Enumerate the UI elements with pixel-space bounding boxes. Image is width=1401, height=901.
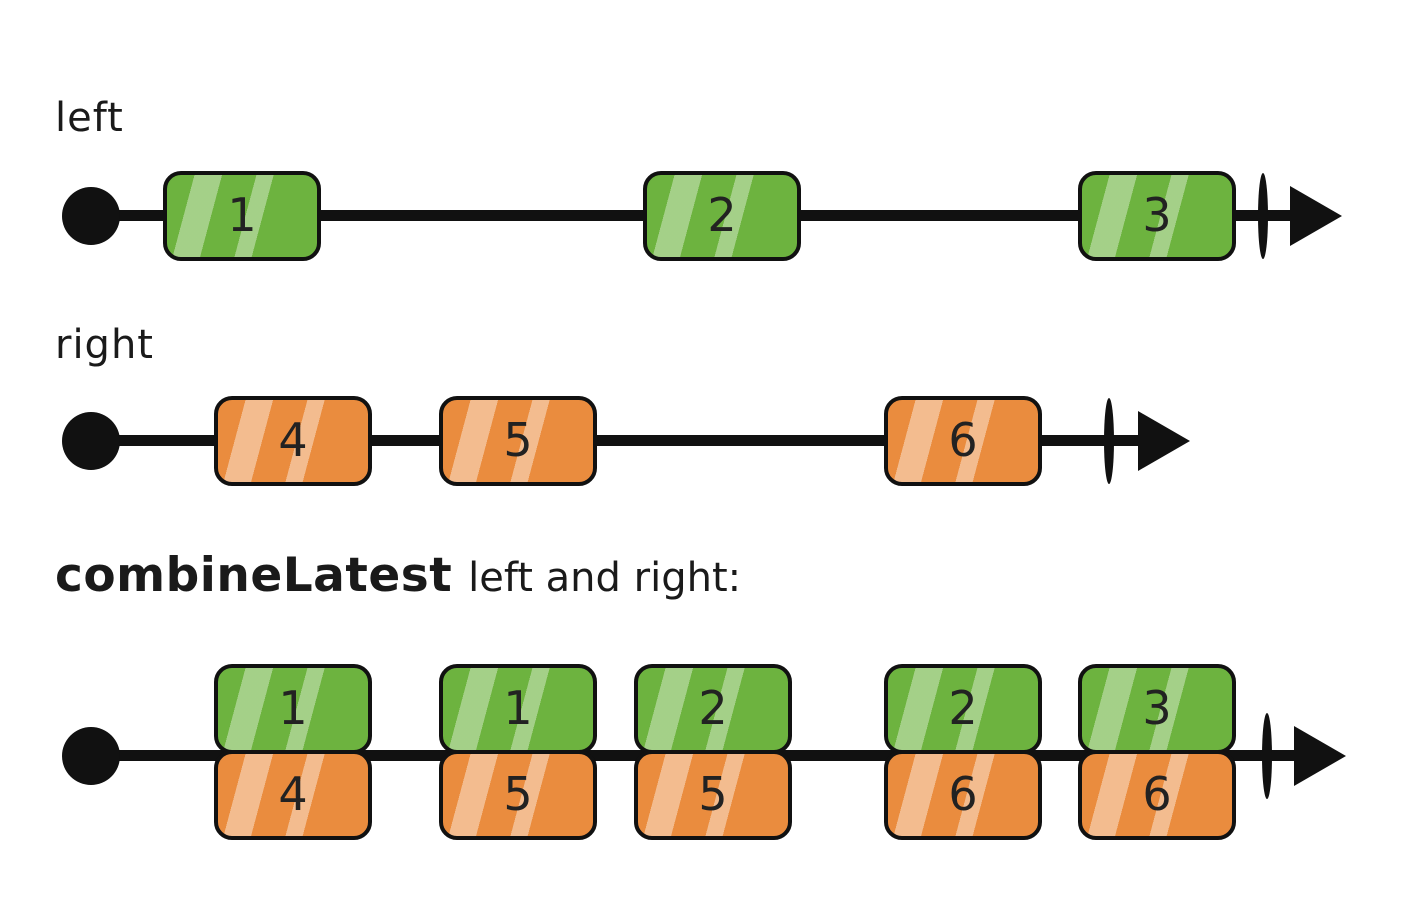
- timeline-combined-completion-tick: [1262, 713, 1272, 799]
- marble-right-4: 4: [214, 396, 372, 486]
- marble-value: 6: [948, 766, 978, 821]
- timeline-right-label: right: [55, 322, 154, 368]
- marble-right-6: 6: [884, 396, 1042, 486]
- marble-value: 6: [1142, 766, 1172, 821]
- marble-value: 2: [707, 187, 737, 242]
- timeline-right-start-dot: [62, 412, 120, 470]
- marble-combined-3-top: 2: [634, 664, 792, 754]
- timeline-left-start-dot: [62, 187, 120, 245]
- marble-value: 3: [1142, 680, 1172, 735]
- marble-value: 4: [278, 412, 308, 467]
- marble-combined-1-top: 1: [214, 664, 372, 754]
- marble-value: 4: [278, 766, 308, 821]
- timeline-right-arrow-right-icon: [1138, 411, 1190, 471]
- marble-combined-2-top: 1: [439, 664, 597, 754]
- timeline-left-completion-tick: [1258, 173, 1268, 259]
- marble-value: 5: [503, 412, 533, 467]
- marble-value: 3: [1142, 187, 1172, 242]
- marble-value: 1: [503, 680, 533, 735]
- marble-combined-5-top: 3: [1078, 664, 1236, 754]
- marble-combined-5-bottom: 6: [1078, 750, 1236, 840]
- timeline-right-completion-tick: [1104, 398, 1114, 484]
- marble-left-1: 1: [163, 171, 321, 261]
- timeline-combined-start-dot: [62, 727, 120, 785]
- marble-value: 5: [698, 766, 728, 821]
- marble-combined-1-bottom: 4: [214, 750, 372, 840]
- marble-left-2: 2: [643, 171, 801, 261]
- timeline-left-label: left: [55, 95, 124, 141]
- operator-label: combineLatest left and right:: [55, 548, 741, 603]
- marble-combined-2-bottom: 5: [439, 750, 597, 840]
- operator-description: left and right:: [468, 555, 742, 601]
- marble-value: 6: [948, 412, 978, 467]
- marble-value: 2: [698, 680, 728, 735]
- marble-value: 2: [948, 680, 978, 735]
- marble-combined-4-top: 2: [884, 664, 1042, 754]
- timeline-right-line: [92, 435, 1150, 446]
- marble-value: 1: [278, 680, 308, 735]
- marble-combined-3-bottom: 5: [634, 750, 792, 840]
- marble-combined-4-bottom: 6: [884, 750, 1042, 840]
- marble-value: 5: [503, 766, 533, 821]
- timeline-combined-arrow-right-icon: [1294, 726, 1346, 786]
- marble-left-3: 3: [1078, 171, 1236, 261]
- operator-name: combineLatest: [55, 548, 453, 603]
- timeline-left-arrow-right-icon: [1290, 186, 1342, 246]
- marble-value: 1: [227, 187, 257, 242]
- marble-right-5: 5: [439, 396, 597, 486]
